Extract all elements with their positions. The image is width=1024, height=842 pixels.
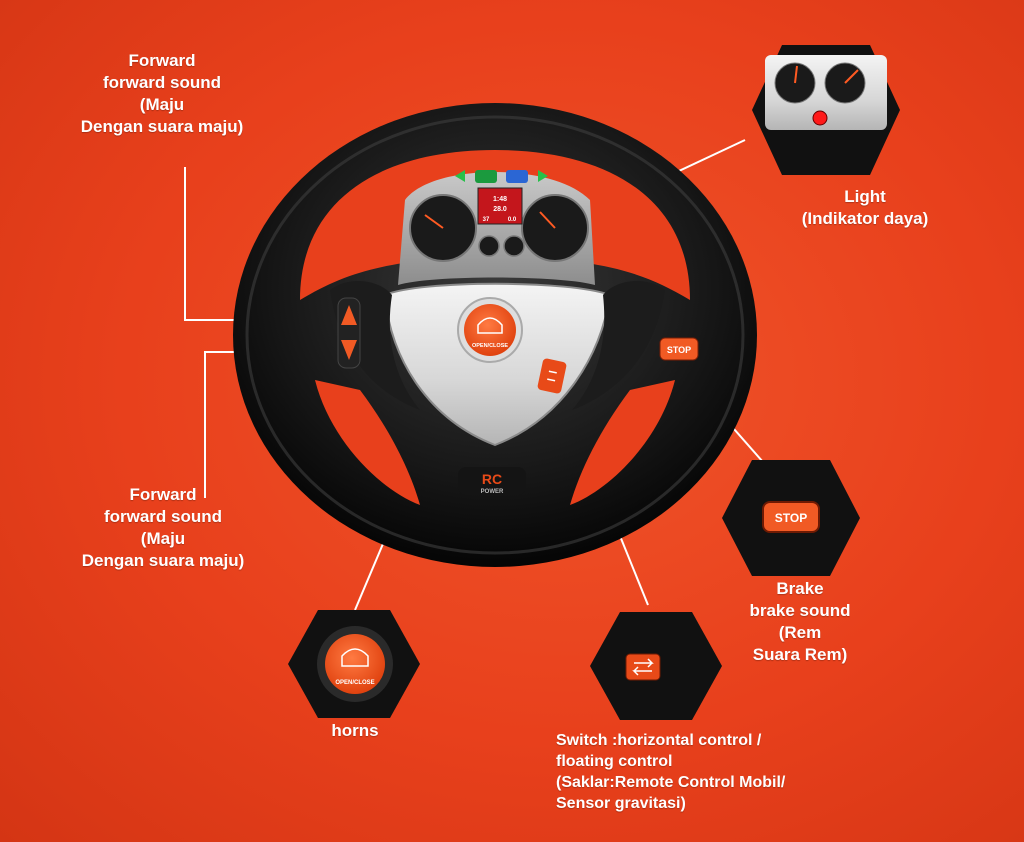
car-icon xyxy=(477,317,503,334)
steering-wheel: 1:48 28.0 37 0.0 OPEN/CLOSE STOP RC POWE… xyxy=(233,103,757,567)
label-brake-line2: brake sound xyxy=(749,601,851,620)
stop-button-label: STOP xyxy=(667,345,691,355)
horn-button-label: OPEN/CLOSE xyxy=(472,343,508,349)
label-brake-line3: (Rem xyxy=(778,623,822,642)
power-indicator-light xyxy=(812,110,828,126)
arrow-right-icon xyxy=(538,170,548,182)
switch-callout xyxy=(590,612,722,720)
label-brake-line4: Suara Rem) xyxy=(752,645,848,664)
label-forward-top-line3: (Maju xyxy=(139,95,185,114)
switch-button[interactable] xyxy=(537,358,567,394)
arrow-left-icon xyxy=(455,170,465,182)
label-forward-top-line4: Dengan suara maju) xyxy=(80,117,244,136)
display-value-3: 37 xyxy=(483,217,490,223)
display-value-4: 0.0 xyxy=(508,217,517,223)
brand-sub: POWER xyxy=(481,489,504,495)
brake-callout-stop-label: STOP xyxy=(775,511,807,525)
label-switch: Switch :horizontal control / floating co… xyxy=(556,730,856,814)
label-forward-top-line1: Forward xyxy=(128,51,196,70)
horn-button[interactable] xyxy=(464,304,516,356)
label-horns: horns xyxy=(305,720,405,742)
switch-icon xyxy=(547,370,557,382)
label-light: Light (Indikator daya) xyxy=(770,186,960,230)
gauge-small-left xyxy=(478,235,500,257)
display-value-2: 28.0 xyxy=(493,206,507,213)
stop-button[interactable] xyxy=(659,337,699,361)
label-light-line2: (Indikator daya) xyxy=(801,209,929,228)
wheel-hole-left xyxy=(315,380,420,505)
switch-callout-icon xyxy=(632,658,654,676)
horns-callout-label: OPEN/CLOSE xyxy=(335,680,374,686)
label-forward-bottom-line2: forward sound xyxy=(103,507,223,526)
display-value-1: 1:48 xyxy=(493,196,507,203)
label-forward-bottom-line4: Dengan suara maju) xyxy=(81,551,245,570)
label-forward-top: Forward forward sound (Maju Dengan suara… xyxy=(57,50,267,138)
label-brake: Brake brake sound (Rem Suara Rem) xyxy=(700,578,900,666)
label-switch-line3: (Saklar:Remote Control Mobil/ xyxy=(556,774,786,791)
center-hub xyxy=(383,282,612,447)
label-switch-line2: floating control xyxy=(556,753,673,770)
center-display xyxy=(477,187,523,225)
label-forward-top-line2: forward sound xyxy=(102,73,222,92)
forward-arrow-button[interactable] xyxy=(341,305,357,325)
label-forward-bottom: Forward forward sound (Maju Dengan suara… xyxy=(58,484,268,572)
reverse-arrow-button[interactable] xyxy=(341,340,357,360)
label-forward-bottom-line3: (Maju xyxy=(140,529,186,548)
horn-car-icon xyxy=(341,648,369,667)
wheel-hole-right xyxy=(570,380,675,505)
horns-callout: OPEN/CLOSE xyxy=(288,610,420,718)
brake-callout: STOP xyxy=(722,460,860,576)
gauge-small-right xyxy=(503,235,525,257)
label-brake-line1: Brake xyxy=(776,579,824,598)
label-light-line1: Light xyxy=(844,187,886,206)
label-switch-line1: Switch :horizontal control / xyxy=(556,732,762,749)
label-forward-bottom-line1: Forward xyxy=(129,485,197,504)
light-callout xyxy=(752,45,900,175)
brand-logo: RC xyxy=(482,471,502,487)
label-switch-line4: Sensor gravitasi) xyxy=(556,795,686,812)
label-horns-text: horns xyxy=(331,721,379,740)
indicator-green xyxy=(475,170,497,183)
indicator-blue xyxy=(506,170,528,183)
